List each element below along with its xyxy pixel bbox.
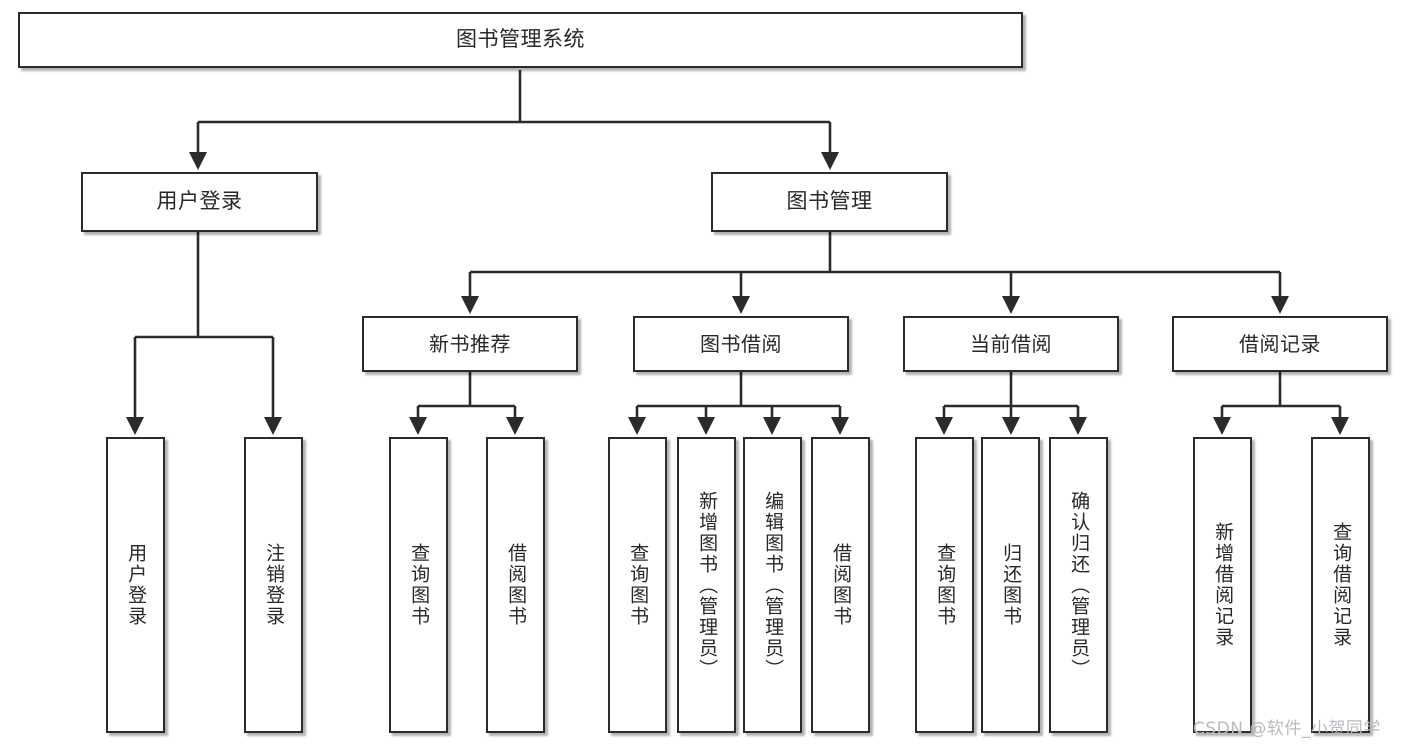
arrowhead-edge-nbr-c1 — [409, 417, 427, 435]
arrowhead-edge-bm-c4 — [1271, 296, 1289, 314]
node-leaf-user-login[interactable]: 用户登录 — [106, 437, 165, 733]
node-leaf-user-logout[interactable]: 注销登录 — [244, 437, 303, 733]
node-label-borrow-record: 借阅记录 — [1239, 331, 1321, 356]
node-label-leaf-query-record: 查询借阅记录 — [1330, 522, 1353, 648]
node-label-current-borrow: 当前借阅 — [970, 331, 1052, 356]
node-borrow-record[interactable]: 借阅记录 — [1172, 316, 1388, 372]
arrowhead-edge-bb-c3 — [763, 417, 781, 435]
arrowhead-edge-bm-c1 — [461, 296, 479, 314]
node-user-login[interactable]: 用户登录 — [81, 172, 318, 232]
arrowhead-edge-bb-c4 — [831, 417, 849, 435]
node-label-leaf-return-book: 归还图书 — [1000, 543, 1023, 627]
node-label-leaf-query-book-borrow: 查询图书 — [627, 543, 650, 627]
arrowhead-edge-nbr-c2 — [506, 417, 524, 435]
node-leaf-query-book-rec[interactable]: 查询图书 — [389, 437, 448, 733]
node-label-root: 图书管理系统 — [456, 27, 585, 52]
arrowhead-edge-user-login-c1 — [126, 417, 144, 435]
node-current-borrow[interactable]: 当前借阅 — [903, 316, 1119, 372]
arrowhead-edge-cb-c3 — [1069, 417, 1087, 435]
node-label-book-manage: 图书管理 — [786, 189, 873, 214]
node-root[interactable]: 图书管理系统 — [18, 12, 1023, 68]
arrowhead-edge-bb-c2 — [697, 417, 715, 435]
arrowhead-edge-root-to-user-login — [189, 152, 207, 170]
node-label-new-book-recommend: 新书推荐 — [429, 331, 511, 356]
node-leaf-borrow-book-rec[interactable]: 借阅图书 — [486, 437, 545, 733]
arrowhead-edge-bm-c2 — [732, 296, 750, 314]
arrowhead-edge-br-c2 — [1331, 417, 1349, 435]
node-leaf-borrow-book[interactable]: 借阅图书 — [811, 437, 870, 733]
arrowhead-edge-cb-c1 — [935, 417, 953, 435]
node-label-leaf-user-login: 用户登录 — [125, 543, 148, 627]
node-leaf-add-book[interactable]: 新增图书（管理员） — [677, 437, 736, 733]
node-leaf-query-book-current[interactable]: 查询图书 — [915, 437, 974, 733]
node-label-leaf-borrow-book: 借阅图书 — [830, 543, 853, 627]
node-label-leaf-confirm-return: 确认归还（管理员） — [1068, 490, 1091, 680]
node-leaf-query-record[interactable]: 查询借阅记录 — [1311, 437, 1370, 733]
node-book-manage[interactable]: 图书管理 — [711, 172, 948, 232]
node-label-leaf-query-book-rec: 查询图书 — [408, 543, 431, 627]
node-label-leaf-user-logout: 注销登录 — [263, 543, 286, 627]
node-label-leaf-query-book-current: 查询图书 — [934, 543, 957, 627]
node-new-book-recommend[interactable]: 新书推荐 — [362, 316, 578, 372]
arrowhead-edge-cb-c2 — [1002, 417, 1020, 435]
node-label-leaf-add-book: 新增图书（管理员） — [696, 490, 719, 680]
node-label-book-borrow: 图书借阅 — [700, 331, 782, 356]
node-label-leaf-borrow-book-rec: 借阅图书 — [505, 543, 528, 627]
node-leaf-confirm-return[interactable]: 确认归还（管理员） — [1049, 437, 1108, 733]
edges-group — [126, 70, 1349, 435]
arrowhead-edge-br-c1 — [1213, 417, 1231, 435]
node-leaf-edit-book[interactable]: 编辑图书（管理员） — [743, 437, 802, 733]
node-label-leaf-add-record: 新增借阅记录 — [1212, 522, 1235, 648]
node-leaf-return-book[interactable]: 归还图书 — [981, 437, 1040, 733]
node-label-user-login: 用户登录 — [156, 189, 243, 214]
node-leaf-query-book-borrow[interactable]: 查询图书 — [608, 437, 667, 733]
arrowhead-edge-user-login-c2 — [264, 417, 282, 435]
arrowhead-edge-root-to-book-manage — [821, 152, 839, 170]
arrowhead-edge-bb-c1 — [628, 417, 646, 435]
node-leaf-add-record[interactable]: 新增借阅记录 — [1193, 437, 1252, 733]
node-book-borrow[interactable]: 图书借阅 — [633, 316, 849, 372]
arrowhead-edge-bm-c3 — [1002, 296, 1020, 314]
node-label-leaf-edit-book: 编辑图书（管理员） — [762, 490, 785, 680]
